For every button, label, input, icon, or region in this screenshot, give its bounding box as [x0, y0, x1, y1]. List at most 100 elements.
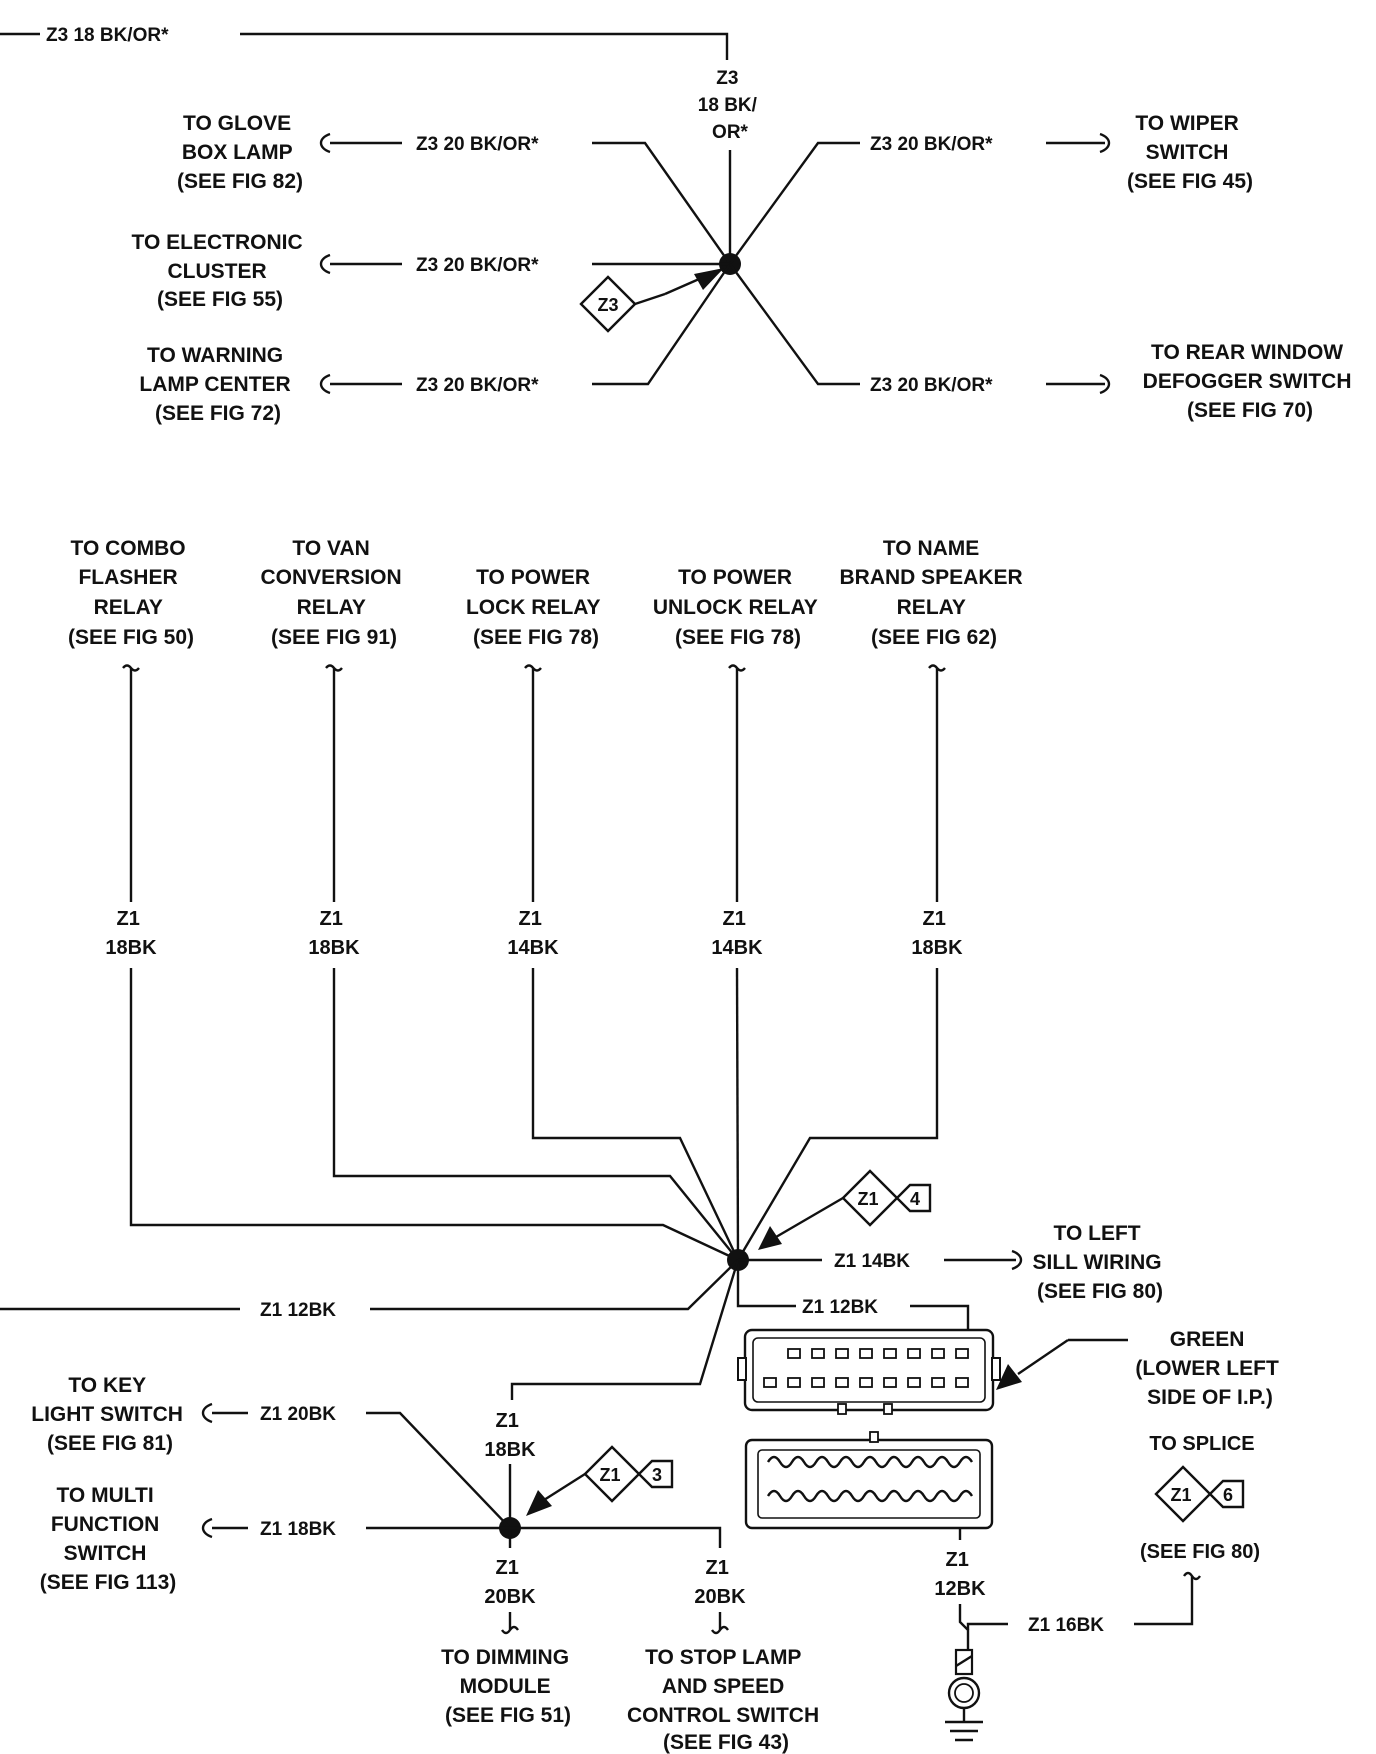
green-leader-b [1017, 1339, 1069, 1375]
splice6-dest-top: TO SPLICE [1149, 1433, 1254, 1455]
connector-wire-label: Z1 12BK [802, 1297, 878, 1318]
multi-dest: TO MULTI FUNCTION SWITCH (SEE FIG 113) [40, 1484, 177, 1594]
key-light-wire-b [366, 1411, 511, 1529]
connector-top-pins [763, 1348, 969, 1388]
connector-bottom-key [869, 1431, 879, 1443]
connector-top-right-tab [991, 1357, 1001, 1381]
ground-wire-vertical-label: Z1 12BK [934, 1549, 986, 1600]
dimming-wire-label: Z1 20BK [484, 1557, 536, 1608]
rear-window-dest: TO REAR WINDOW DEFOGGER SWITCH (SEE FIG … [1143, 341, 1358, 422]
cluster-connector-icon [319, 253, 331, 275]
van-wire-label: Z1 18BK [308, 908, 360, 959]
combo-wire-lower [129, 968, 739, 1262]
z1-badge3-tail [638, 1459, 674, 1489]
speaker-wire-lower [736, 968, 939, 1261]
z1-column-wire-labels: Z1 18BK Z1 18BK Z1 14BK Z1 14BK Z1 18BK [105, 908, 963, 959]
electronic-cluster-dest: TO ELECTRONIC CLUSTER (SEE FIG 55) [132, 231, 309, 311]
glove-box-dest: TO GLOVE BOX LAMP (SEE FIG 82) [177, 112, 303, 193]
warning-lamp-dest: TO WARNING LAMP CENTER (SEE FIG 72) [139, 344, 296, 425]
defogger-wire-label: Z3 20 BK/OR* [870, 375, 993, 396]
lock-wire-lower [531, 968, 740, 1261]
ground-section: Z1 12BK Z1 16BK (SEE FIG 80) Z1 6 TO SPL… [934, 1433, 1260, 1742]
connector-top-latch-b [883, 1403, 893, 1415]
z1-column-wires [122, 664, 946, 1262]
z1-main-wire-b [370, 1259, 739, 1311]
glove-connector-icon [319, 132, 331, 154]
wiper-wire-label: Z3 20 BK/OR* [870, 134, 993, 155]
wiper-switch-dest: TO WIPER SWITCH (SEE FIG 45) [1127, 112, 1253, 193]
ground-wire-label: Z1 16BK [1028, 1615, 1104, 1636]
z1-badge3-num: 3 [652, 1465, 662, 1485]
z1-secondary-splice: Z1 3 Z1 20BK TO KEY LIGHT SWITCH (SEE FI… [31, 1374, 825, 1754]
sill-dest: TO LEFT SILL WIRING (SEE FIG 80) [1033, 1222, 1168, 1303]
wiper-connector-icon [1099, 132, 1111, 154]
connector-bottom-body [744, 1438, 994, 1530]
z1-badge3-code: Z1 [599, 1465, 620, 1485]
z3-main-wire-label: Z3 18 BK/OR* [46, 25, 169, 46]
key-light-dest: TO KEY LIGHT SWITCH (SEE FIG 81) [31, 1374, 189, 1455]
z1-badge6-code: Z1 [1170, 1485, 1191, 1505]
combo-wire-label: Z1 18BK [105, 908, 157, 959]
green-connector: GREEN (LOWER LEFT SIDE OF I.P.) [737, 1328, 1284, 1540]
dimming-dest: TO DIMMING MODULE (SEE FIG 51) [441, 1646, 575, 1727]
z1-down-wire-label: Z1 18BK [484, 1410, 536, 1461]
connector-top-latch-a [837, 1403, 847, 1415]
lock-wire-label: Z1 14BK [507, 908, 559, 959]
connector-bottom-inner [757, 1449, 981, 1519]
splice6-wire [1134, 1576, 1194, 1626]
z3-main-wire-right [240, 32, 729, 60]
van-conversion-dest: TO VAN CONVERSION RELAY (SEE FIG 91) [260, 537, 407, 649]
unlock-wire-lower [735, 967, 740, 1261]
glove-wire-b [592, 141, 731, 265]
connector-top-inner [752, 1337, 986, 1403]
van-wire-lower [332, 968, 739, 1261]
connector-top-left-tab [737, 1357, 747, 1381]
z1-badge3-arrowhead [526, 1490, 552, 1516]
z1-badge4-arrowhead [758, 1226, 782, 1250]
warning-connector-icon [319, 373, 331, 395]
z1-down-wire [510, 1259, 740, 1400]
wiper-wire-a [729, 141, 860, 265]
speaker-wire-label: Z1 18BK [911, 908, 963, 959]
ground-wire-branch [966, 1622, 1008, 1630]
ground-wire-drop [958, 1604, 970, 1650]
z1-badge3-shaft [543, 1472, 586, 1502]
connector-feed-a [736, 1260, 796, 1308]
ground-stud-inner [954, 1683, 974, 1703]
z1-badge6-num: 6 [1223, 1485, 1233, 1505]
warning-wire-b [592, 263, 731, 386]
splice6-dest-bottom: (SEE FIG 80) [1140, 1541, 1260, 1563]
z1-badge4-shaft [775, 1196, 844, 1239]
z3-badge-label: Z3 [597, 295, 618, 315]
combo-flasher-dest: TO COMBO FLASHER RELAY (SEE FIG 50) [68, 537, 194, 649]
z3-badge-arrowhead [694, 268, 724, 290]
connector-bottom-pins-upper [766, 1455, 974, 1469]
z1-relay-destinations: TO COMBO FLASHER RELAY (SEE FIG 50) TO V… [68, 537, 1028, 649]
stop-wire-a [510, 1526, 722, 1548]
z1-main-splice: Z1 4 Z1 14BK TO LEFT SILL WIRING (SEE FI… [0, 1169, 1168, 1528]
multi-wire-label: Z1 18BK [260, 1519, 336, 1540]
green-label: GREEN (LOWER LEFT SIDE OF I.P.) [1135, 1328, 1284, 1409]
power-unlock-dest: TO POWER UNLOCK RELAY (SEE FIG 78) [653, 566, 823, 649]
connector-bottom-pins-lower [766, 1489, 974, 1503]
sill-wire-label: Z1 14BK [834, 1251, 910, 1272]
z3-splice-label: Z3 18 BK/ OR* [698, 68, 762, 143]
warning-wire-label: Z3 20 BK/OR* [416, 375, 539, 396]
z3-section: Z3 18 BK/OR* Z3 18 BK/ OR* Z3 20 BK/OR* … [0, 25, 1358, 425]
key-light-connector-icon [201, 1402, 213, 1424]
speaker-relay-dest: TO NAME BRAND SPEAKER RELAY (SEE FIG 62) [839, 537, 1028, 649]
z1-badge4-code: Z1 [857, 1189, 878, 1209]
splice6-connector-icon [1183, 1571, 1201, 1581]
z1-badge4-num: 4 [910, 1189, 920, 1209]
sill-connector-icon [1011, 1249, 1023, 1271]
z1-main-wire-label: Z1 12BK [260, 1300, 336, 1321]
defogger-wire-a [729, 263, 860, 386]
z3-badge-lead [634, 292, 666, 306]
stop-dest: TO STOP LAMP AND SPEED CONTROL SWITCH (S… [627, 1646, 825, 1754]
key-light-wire-label: Z1 20BK [260, 1404, 336, 1425]
stop-wire-label: Z1 20BK [694, 1557, 746, 1608]
green-arrowhead [996, 1364, 1022, 1390]
cluster-wire-label: Z3 20 BK/OR* [416, 255, 539, 276]
glove-wire-label: Z3 20 BK/OR* [416, 134, 539, 155]
